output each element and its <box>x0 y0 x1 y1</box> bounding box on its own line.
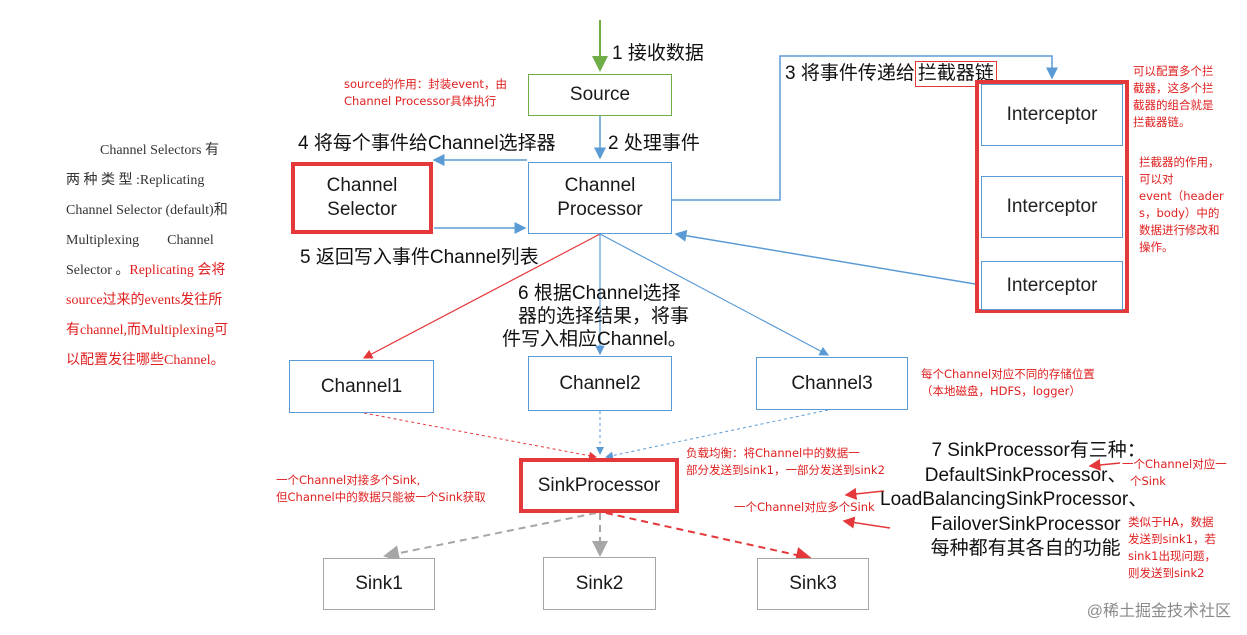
step-7-label: 7 SinkProcessor有三种： DefaultSinkProcessor… <box>880 439 1147 562</box>
desc-line5-b: Replicating 会将 <box>129 263 226 278</box>
watermark: @稀土掘金技术社区 <box>1086 603 1231 620</box>
load-balance-2: 部分发送到sink1，一部分发送到sink2 <box>686 463 885 477</box>
step-3-prefix: 3 将事件传递给 <box>785 63 915 84</box>
interceptor-chain-note-3: 截器的组合就是 <box>1133 98 1214 112</box>
interceptor-role-3: event（header <box>1139 189 1224 203</box>
interceptor-chain-note: 可以配置多个拦 截器，这多个拦 截器的组合就是 拦截器链。 <box>1133 63 1214 131</box>
desc-line8: 以配置发往哪些Channel。 <box>66 353 225 368</box>
interceptor-role-5: 数据进行修改和 <box>1139 223 1220 237</box>
desc-line4: Multiplexing Channel <box>66 233 214 248</box>
arrow-interceptors-to-processor <box>674 229 976 285</box>
source-note: source的作用：封装event，由 Channel Processor具体执… <box>344 76 507 110</box>
step-6-line2: 器的选择结果，将事 <box>518 306 690 327</box>
desc-line3: Channel Selector (default)和 <box>66 203 228 218</box>
sink-processor-node: SinkProcessor <box>519 458 679 513</box>
step-6-line1: 6 根据Channel选择 <box>518 283 681 304</box>
sink2-node: Sink2 <box>543 557 656 610</box>
interceptor-chain-note-4: 拦截器链。 <box>1133 115 1191 129</box>
channel-storage-1: 每个Channel对应不同的存储位置 <box>921 367 1095 381</box>
sink1-node: Sink1 <box>323 558 435 610</box>
desc-line7: 有channel,而Multiplexing可 <box>66 323 229 338</box>
desc-line5-a: Selector 。 <box>66 263 130 278</box>
failover-1: 类似于HA，数据 <box>1128 515 1214 529</box>
interceptor-role-6: 操作。 <box>1139 240 1174 254</box>
arrow-sinkprocessor-to-sink3 <box>605 512 812 563</box>
interceptor-role-1: 拦截器的作用， <box>1139 155 1220 169</box>
interceptor-role-4: s，body）中的 <box>1139 206 1220 220</box>
channel2-node: Channel2 <box>528 356 672 411</box>
sink-channel-note: 一个Channel对接多个Sink, 但Channel中的数据只能被一个Sink… <box>276 472 486 506</box>
interceptor-chain-group: Interceptor Interceptor Interceptor <box>975 80 1129 313</box>
step-7-line5: 每种都有其各自的功能 <box>930 538 1121 559</box>
lb-sink-note: 一个Channel对应多个Sink <box>734 500 875 514</box>
step-6-label: 6 根据Channel选择 器的选择结果，将事 件写入相应Channel。 <box>502 282 690 351</box>
interceptor-role-2: 可以对 <box>1139 172 1174 186</box>
desc-line6: source过来的events发往所 <box>66 293 223 308</box>
load-balance-note: 负载均衡：将Channel中的数据一 部分发送到sink1，一部分发送到sink… <box>686 445 885 479</box>
load-balance-1: 负载均衡：将Channel中的数据一 <box>686 446 860 460</box>
step-7-line2: DefaultSinkProcessor、 <box>924 464 1127 486</box>
channel-storage-note: 每个Channel对应不同的存储位置 （本地磁盘，HDFS，logger） <box>921 366 1095 400</box>
step-7-line3: LoadBalancingSinkProcessor、 <box>880 489 1148 510</box>
channel3-node: Channel3 <box>756 357 908 410</box>
step-3-label: 3 将事件传递给拦截器链 <box>785 58 997 87</box>
step-2-label: 2 处理事件 <box>608 133 700 154</box>
interceptor-node-3: Interceptor <box>981 261 1123 310</box>
default-note-2: 个Sink <box>1130 474 1166 488</box>
channel-processor-line1: Channel <box>564 175 636 197</box>
arrow-channel1-to-sinkprocessor <box>363 412 597 460</box>
desc-line1: Channel Selectors 有 <box>100 143 219 158</box>
desc-line5: Selector 。Replicating 会将 <box>66 256 266 286</box>
failover-2: 发送到sink1，若 <box>1128 532 1216 546</box>
channel-selector-description: Channel Selectors 有 两 种 类 型 :Replicating… <box>66 136 266 376</box>
desc-line2: 两 种 类 型 :Replicating <box>66 173 205 188</box>
arrow-sinkprocessor-to-sink1 <box>383 512 597 562</box>
interceptor-node-1: Interceptor <box>981 84 1123 146</box>
sink3-node: Sink3 <box>757 558 869 610</box>
default-sink-note: 一个Channel对应一 个Sink <box>1122 456 1227 490</box>
failover-4: 则发送到sink2 <box>1128 566 1205 580</box>
failover-3: sink1出现问题， <box>1128 549 1216 563</box>
channel-storage-2: （本地磁盘，HDFS，logger） <box>921 384 1081 398</box>
step-6-line3: 件写入相应Channel。 <box>502 329 687 350</box>
failover-note: 类似于HA，数据 发送到sink1，若 sink1出现问题， 则发送到sink2 <box>1128 514 1216 582</box>
sink-channel-1: 一个Channel对接多个Sink, <box>276 473 421 487</box>
interceptor-chain-note-2: 截器，这多个拦 <box>1133 81 1214 95</box>
step-1-label: 1 接收数据 <box>612 43 704 64</box>
interceptor-node-2: Interceptor <box>981 176 1123 238</box>
step-7-line4: FailoverSinkProcessor <box>930 513 1121 535</box>
step-5-label: 5 返回写入事件Channel列表 <box>300 247 539 268</box>
channel1-node: Channel1 <box>289 360 434 413</box>
source-node: Source <box>528 74 672 116</box>
sink-channel-2: 但Channel中的数据只能被一个Sink获取 <box>276 490 486 504</box>
source-note-line2: Channel Processor具体执行 <box>344 94 497 108</box>
arrow-loadbalance-note <box>844 487 885 500</box>
default-note-1: 一个Channel对应一 <box>1122 457 1227 471</box>
source-note-line1: source的作用：封装event，由 <box>344 77 507 91</box>
channel-selector-line1: Channel <box>326 175 398 197</box>
interceptor-role-note: 拦截器的作用， 可以对 event（header s，body）中的 数据进行修… <box>1139 154 1224 256</box>
interceptor-chain-highlight: 拦截器链 <box>914 61 997 87</box>
interceptor-chain-note-1: 可以配置多个拦 <box>1133 64 1214 78</box>
step-4-label: 4 将每个事件给Channel选择器 <box>298 133 556 154</box>
step-7-line1: 7 SinkProcessor有三种： <box>931 440 1146 461</box>
channel-processor-line2: Processor <box>557 199 643 220</box>
channel-selector-line2: Selector <box>327 199 397 220</box>
